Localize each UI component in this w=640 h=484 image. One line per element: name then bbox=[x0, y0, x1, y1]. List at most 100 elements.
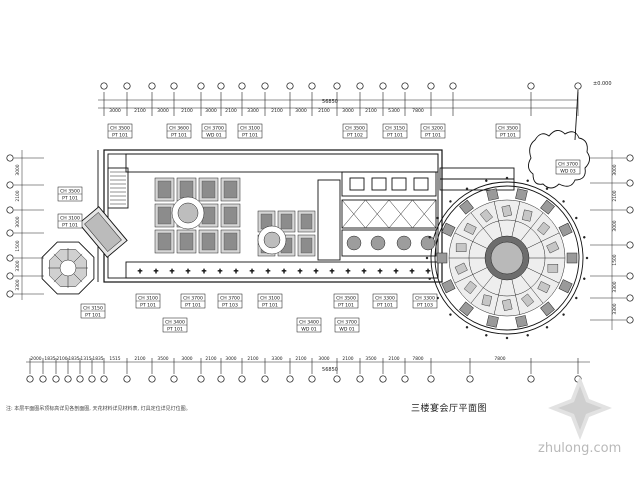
banquet-coffer bbox=[558, 222, 573, 237]
ceiling-panel-a-inner bbox=[157, 180, 172, 199]
dimension-text: 2100 bbox=[612, 190, 618, 201]
pillar-zone bbox=[317, 179, 341, 261]
tag-height: CH 3700 bbox=[337, 320, 357, 326]
tag-material: PT 101 bbox=[185, 303, 201, 309]
total-dimension-top: 56850 bbox=[322, 99, 338, 105]
light-marker: + bbox=[265, 268, 270, 275]
round-fixture bbox=[346, 235, 362, 251]
light-marker: + bbox=[361, 268, 366, 275]
axis-bubble bbox=[626, 294, 634, 302]
dimension-text: 3300 bbox=[15, 279, 21, 290]
perimeter-light bbox=[562, 200, 565, 203]
perimeter-light bbox=[449, 200, 452, 203]
axis-bubble bbox=[170, 375, 178, 383]
ceiling-panel-a-inner bbox=[223, 180, 238, 199]
service-rooms bbox=[341, 171, 437, 197]
x-pattern bbox=[388, 199, 413, 229]
banquet-coffer bbox=[436, 252, 448, 264]
dimension-text: 3500 bbox=[365, 356, 376, 362]
octagon-room bbox=[41, 241, 95, 295]
dimension-text: 1835 bbox=[92, 356, 103, 362]
lobby-ceiling bbox=[341, 199, 437, 229]
tag-height: CH 3200 bbox=[423, 126, 443, 132]
axis-bubble bbox=[308, 82, 316, 90]
dimension-text: 3300 bbox=[15, 260, 21, 271]
dimension-text: 2100 bbox=[365, 108, 377, 114]
x-pattern bbox=[341, 199, 366, 229]
ceiling-panel-b-inner bbox=[300, 213, 313, 230]
banquet-rib bbox=[493, 279, 503, 315]
axis-bubble bbox=[197, 375, 205, 383]
perimeter-light bbox=[425, 256, 429, 260]
axis-bubble bbox=[52, 375, 60, 383]
tag-material: PT 101 bbox=[62, 196, 78, 202]
banquet-rib bbox=[493, 201, 503, 237]
axis-bubble bbox=[261, 375, 269, 383]
tag-height: CH 3100 bbox=[240, 126, 260, 132]
axis-bubble bbox=[626, 241, 634, 249]
axis-bubble bbox=[527, 82, 535, 90]
axis-bubble bbox=[626, 206, 634, 214]
light-marker: + bbox=[345, 268, 350, 275]
axis-bubble bbox=[308, 375, 316, 383]
axis-bubble bbox=[76, 375, 84, 383]
banquet-panel bbox=[454, 262, 468, 275]
dimension-text: 3500 bbox=[157, 356, 168, 362]
axis-bubble bbox=[197, 82, 205, 90]
banquet-coffer bbox=[441, 222, 456, 237]
perimeter-light bbox=[583, 277, 586, 280]
axis-bubble bbox=[6, 290, 14, 298]
tag-material: PT 101 bbox=[387, 133, 403, 139]
tag-material: PT 101 bbox=[377, 303, 393, 309]
ceiling-panel-a-inner bbox=[157, 206, 172, 225]
round-fixture bbox=[420, 235, 436, 251]
dimension-text: 7800 bbox=[412, 356, 423, 362]
ceiling-panel-b-inner bbox=[280, 213, 293, 230]
ceiling-medallion-inner bbox=[177, 202, 199, 224]
axis-bubble bbox=[466, 375, 474, 383]
perimeter-light bbox=[428, 236, 431, 239]
perimeter-light bbox=[485, 334, 488, 337]
service-fixture bbox=[391, 177, 407, 191]
banquet-coffer bbox=[558, 279, 573, 294]
revision-cloud bbox=[528, 130, 590, 189]
axis-bubble bbox=[333, 375, 341, 383]
stair-block bbox=[107, 167, 129, 209]
dimension-text: 1515 bbox=[109, 356, 120, 362]
dimension-text: 2100 bbox=[342, 356, 353, 362]
perimeter-light bbox=[449, 313, 452, 316]
banquet-panel bbox=[537, 221, 551, 236]
banquet-coffer bbox=[566, 252, 578, 264]
tag-height: CH 3700 bbox=[204, 126, 224, 132]
axis-bubble bbox=[427, 375, 435, 383]
banquet-coffer bbox=[540, 199, 555, 215]
perimeter-light bbox=[485, 179, 488, 182]
tag-material: PT 103 bbox=[417, 303, 433, 309]
ceiling-panel-a-inner bbox=[223, 232, 238, 251]
dimension-text: 3300 bbox=[271, 356, 282, 362]
axis-bubble bbox=[26, 375, 34, 383]
axis-bubble bbox=[626, 179, 634, 187]
banquet-panel bbox=[521, 293, 535, 307]
leader-line bbox=[574, 89, 579, 141]
corridor bbox=[125, 261, 439, 279]
banquet-panel bbox=[481, 294, 493, 307]
drawing-note: 注: 本层平面图吊顶标高详见各剖面图, 天花材料详见材料表, 灯具定位详见灯位图… bbox=[6, 406, 191, 412]
ceiling-panel-a-inner bbox=[201, 232, 216, 251]
axis-bubble bbox=[356, 375, 364, 383]
axis-bubble bbox=[626, 154, 634, 162]
axis-bubbles bbox=[6, 82, 634, 383]
dimension-text: 2100 bbox=[205, 356, 216, 362]
banquet-rib bbox=[520, 212, 544, 241]
light-marker: + bbox=[217, 268, 222, 275]
axis-bubble bbox=[527, 375, 535, 383]
